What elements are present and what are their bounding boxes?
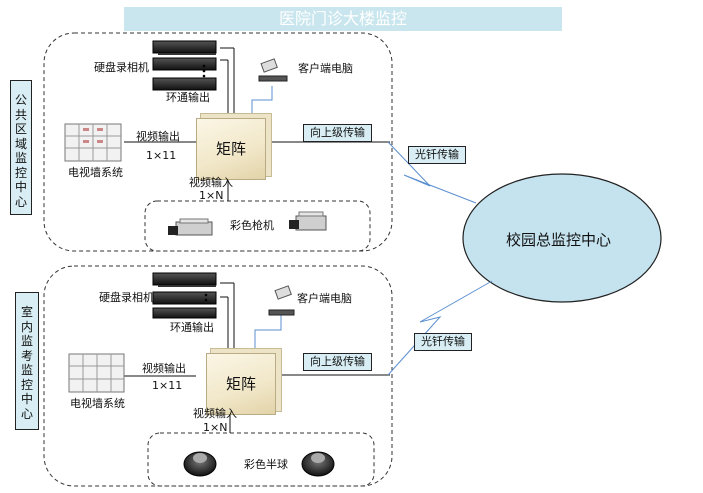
section2-video-in-label: 视频输入	[193, 407, 237, 420]
bullet-camera-left-1	[168, 218, 213, 236]
section1-video-in-label: 视频输入	[189, 176, 233, 189]
video-wall-1	[64, 123, 122, 162]
section2-video-out-ratio: 1×11	[152, 379, 183, 392]
client-pc-1	[258, 58, 288, 82]
section2-client-label: 客户端电脑	[297, 292, 352, 305]
fiber-link-1	[387, 141, 477, 204]
section1-client-label: 客户端电脑	[298, 62, 353, 75]
client-pc-2	[268, 285, 295, 316]
dome-camera-left-2	[183, 451, 217, 477]
video-wall-2	[68, 353, 125, 393]
section1-dvr-label: 硬盘录相机	[94, 61, 149, 74]
bullet-camera-right-1	[289, 211, 327, 231]
section1-video-in-ratio: 1×N	[199, 189, 224, 202]
section1-video-out-label: 视频输出	[136, 130, 180, 143]
section1-side-label: 公共 区域 监控 中心	[10, 80, 32, 215]
section2-uplink-label: 向上级传输	[303, 353, 372, 371]
center-label: 校园总监控中心	[506, 231, 612, 249]
section2-region	[43, 265, 393, 487]
section2-side-label: 室内 监考 监控 中心	[15, 292, 39, 430]
section1-camera-region	[144, 200, 371, 252]
section2-loop-label: 环通输出	[170, 321, 214, 334]
section2-video-out-label: 视频输出	[142, 362, 186, 375]
center-ellipse	[462, 173, 662, 303]
section1-uplink-label: 向上级传输	[303, 124, 372, 142]
section1-fiber-label: 光钎传输	[408, 146, 466, 164]
section2-fiber-label: 光钎传输	[414, 333, 472, 351]
section1-camera-label: 彩色枪机	[230, 219, 274, 232]
fiber-link-2	[387, 280, 493, 376]
page-title: 医院门诊大楼监控	[124, 7, 562, 31]
section2-matrix: 矩阵	[206, 353, 276, 415]
section2-dvr-label: 硬盘录相机	[99, 291, 154, 304]
dvr-stack-1	[152, 40, 217, 91]
dome-camera-right-2	[301, 451, 335, 477]
section1-matrix: 矩阵	[196, 118, 266, 180]
section2-camera-region	[147, 432, 375, 487]
section1-loop-label: 环通输出	[166, 91, 210, 104]
section1-video-wall-label: 电视墙系统	[68, 166, 123, 179]
dvr-stack-2	[152, 272, 217, 319]
section1-video-out-ratio: 1×11	[146, 149, 177, 162]
section2-camera-label: 彩色半球	[244, 458, 288, 471]
section2-video-in-ratio: 1×N	[203, 421, 228, 434]
section1-region	[43, 32, 393, 252]
section2-video-wall-label: 电视墙系统	[70, 397, 125, 410]
